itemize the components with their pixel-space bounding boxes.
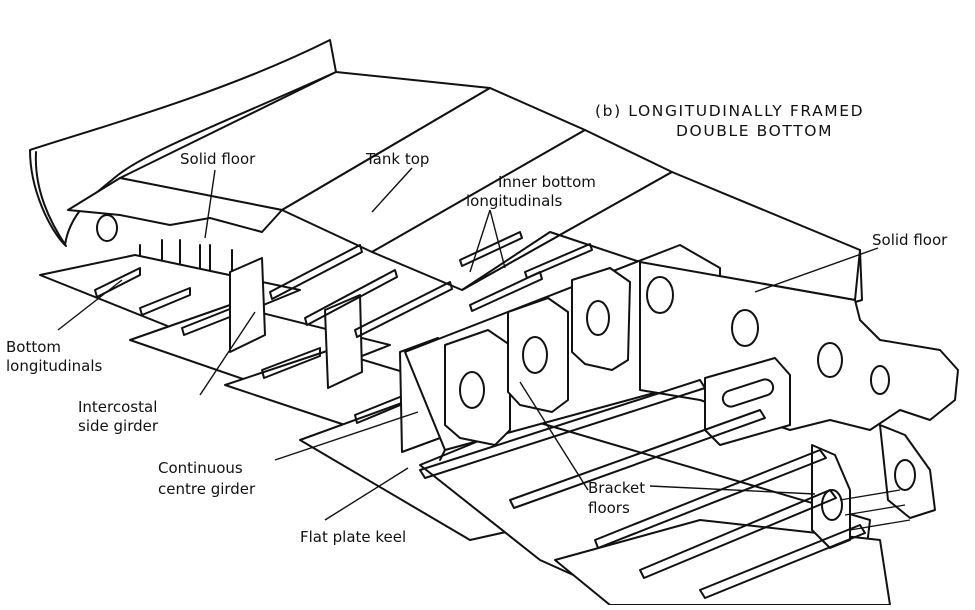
label-solid-floor-right: Solid floor — [872, 231, 948, 249]
leader-lines — [57, 167, 879, 521]
label-tank-top: Tank top — [365, 150, 429, 168]
title-line-1: (b) LONGITUDINALLY FRAMED — [595, 102, 864, 120]
bottom-longitudinals-left — [94, 267, 411, 424]
bottom-shell-plating — [39, 254, 891, 606]
inner-bottom-longitudinals — [269, 231, 593, 338]
diagram-labels: Solid floor Tank top Inner bottom longit… — [6, 150, 948, 546]
label-continuous-2: centre girder — [158, 480, 256, 498]
label-solid-floor-top: Solid floor — [180, 150, 256, 168]
bilge-shell-plating — [29, 39, 337, 247]
diagram-title: (b) LONGITUDINALLY FRAMED DOUBLE BOTTOM — [595, 102, 864, 140]
label-intercostal-2: side girder — [78, 417, 159, 435]
label-inner-bottom-2: longitudinals — [466, 192, 562, 210]
title-line-2: DOUBLE BOTTOM — [676, 122, 833, 140]
label-continuous-1: Continuous — [158, 459, 243, 477]
label-inner-bottom-1: Inner bottom — [498, 173, 596, 191]
label-bottom-long-2: longitudinals — [6, 357, 102, 375]
bracket-floors — [444, 267, 936, 549]
label-flat-plate-keel: Flat plate keel — [300, 528, 406, 546]
flat-plate-keel-area — [419, 379, 911, 599]
right-solid-floor — [639, 261, 959, 446]
label-bottom-long-1: Bottom — [6, 338, 61, 356]
label-bracket-2: floors — [588, 499, 630, 517]
label-bracket-1: Bracket — [588, 479, 645, 497]
label-intercostal-1: Intercostal — [78, 398, 157, 416]
tank-top-plating — [119, 71, 863, 323]
